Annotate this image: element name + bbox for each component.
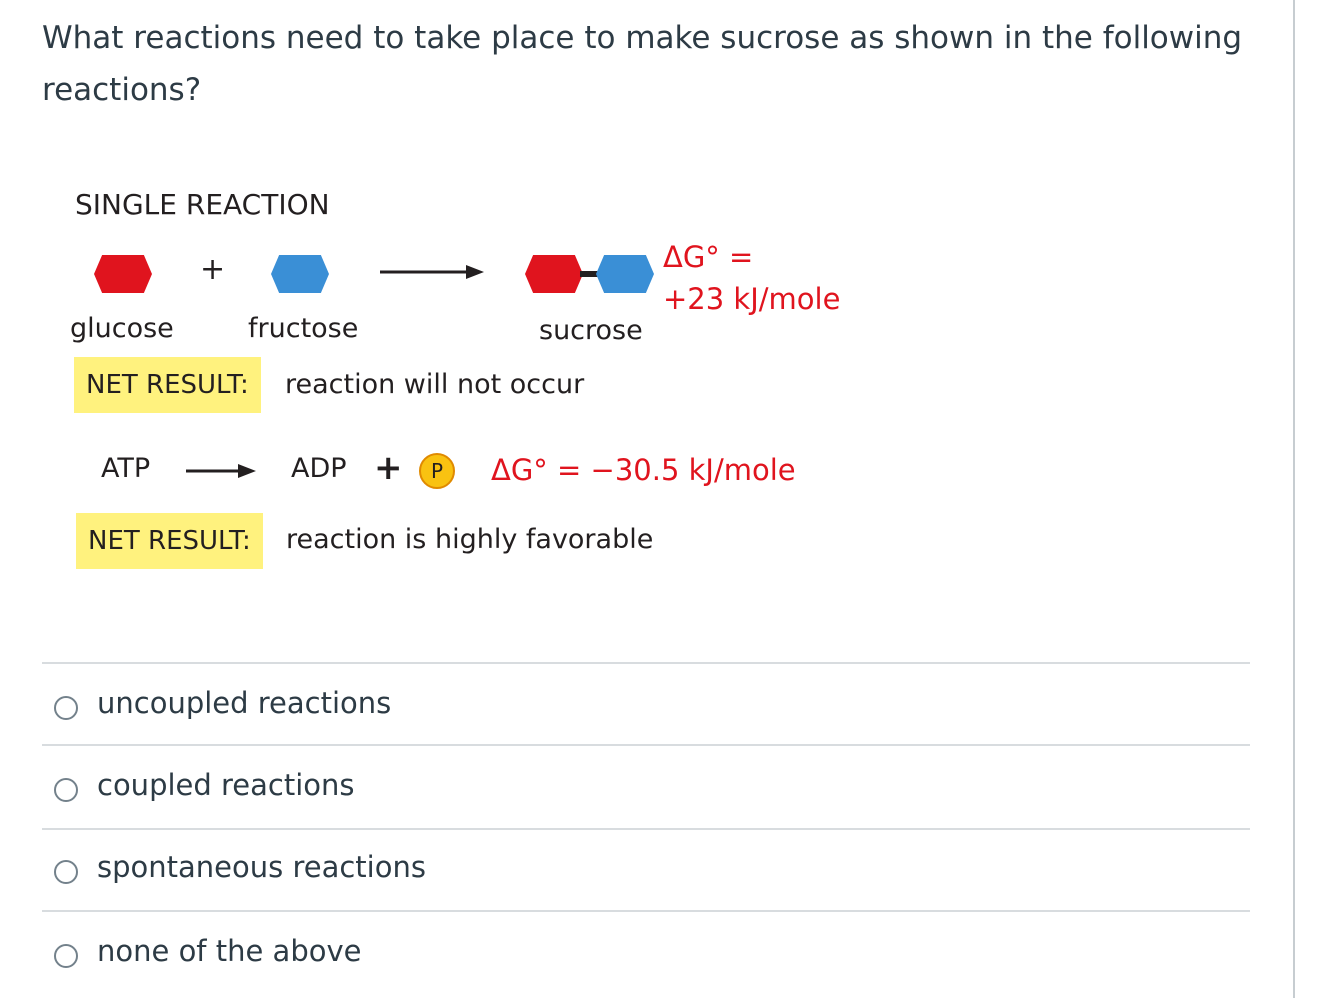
net-result-2-badge: NET RESULT: — [76, 513, 263, 569]
question-text: What reactions need to take place to mak… — [42, 20, 1243, 108]
radio-button[interactable] — [54, 778, 78, 802]
answer-options: uncoupled reactions coupled reactions sp… — [42, 662, 1250, 992]
glucose-label: glucose — [70, 313, 174, 344]
radio-button[interactable] — [54, 860, 78, 884]
fructose-hexagon — [271, 255, 329, 293]
radio-button[interactable] — [54, 696, 78, 720]
sucrose-glucose-hexagon — [525, 255, 583, 293]
plus-sign-2: + — [374, 448, 403, 488]
atp-arrow-icon — [186, 464, 256, 478]
phosphate-icon: P — [419, 453, 455, 489]
net-result-1-text: reaction will not occur — [285, 369, 585, 400]
option-label[interactable]: none of the above — [97, 934, 362, 968]
sucrose-bond — [580, 271, 602, 277]
plus-sign: + — [200, 252, 226, 287]
adp-label: ADP — [291, 453, 347, 484]
reaction-arrow-icon — [380, 265, 484, 279]
option-coupled-reactions[interactable]: coupled reactions — [42, 744, 1250, 828]
delta-g-1-label: ΔG° = — [663, 240, 754, 274]
net-result-2-text: reaction is highly favorable — [286, 524, 654, 555]
sucrose-fructose-hexagon — [596, 255, 654, 293]
glucose-hexagon — [94, 255, 152, 293]
delta-g-2-value: ΔG° = −30.5 kJ/mole — [491, 453, 796, 487]
net-result-1-badge: NET RESULT: — [74, 357, 261, 413]
page-border — [1293, 0, 1295, 998]
option-spontaneous-reactions[interactable]: spontaneous reactions — [42, 828, 1250, 910]
option-none-of-the-above[interactable]: none of the above — [42, 910, 1250, 992]
sucrose-label: sucrose — [539, 315, 643, 346]
option-label[interactable]: spontaneous reactions — [97, 850, 426, 884]
option-label[interactable]: coupled reactions — [97, 768, 355, 802]
radio-button[interactable] — [54, 944, 78, 968]
reaction-figure: SINGLE REACTION + ΔG° = +23 kJ/mole gluc… — [70, 188, 841, 569]
fructose-label: fructose — [248, 313, 359, 344]
delta-g-1-value: +23 kJ/mole — [663, 282, 841, 316]
option-label[interactable]: uncoupled reactions — [97, 686, 392, 720]
atp-label: ATP — [101, 453, 151, 484]
figure-heading: SINGLE REACTION — [75, 188, 330, 221]
option-uncoupled-reactions[interactable]: uncoupled reactions — [42, 662, 1250, 744]
